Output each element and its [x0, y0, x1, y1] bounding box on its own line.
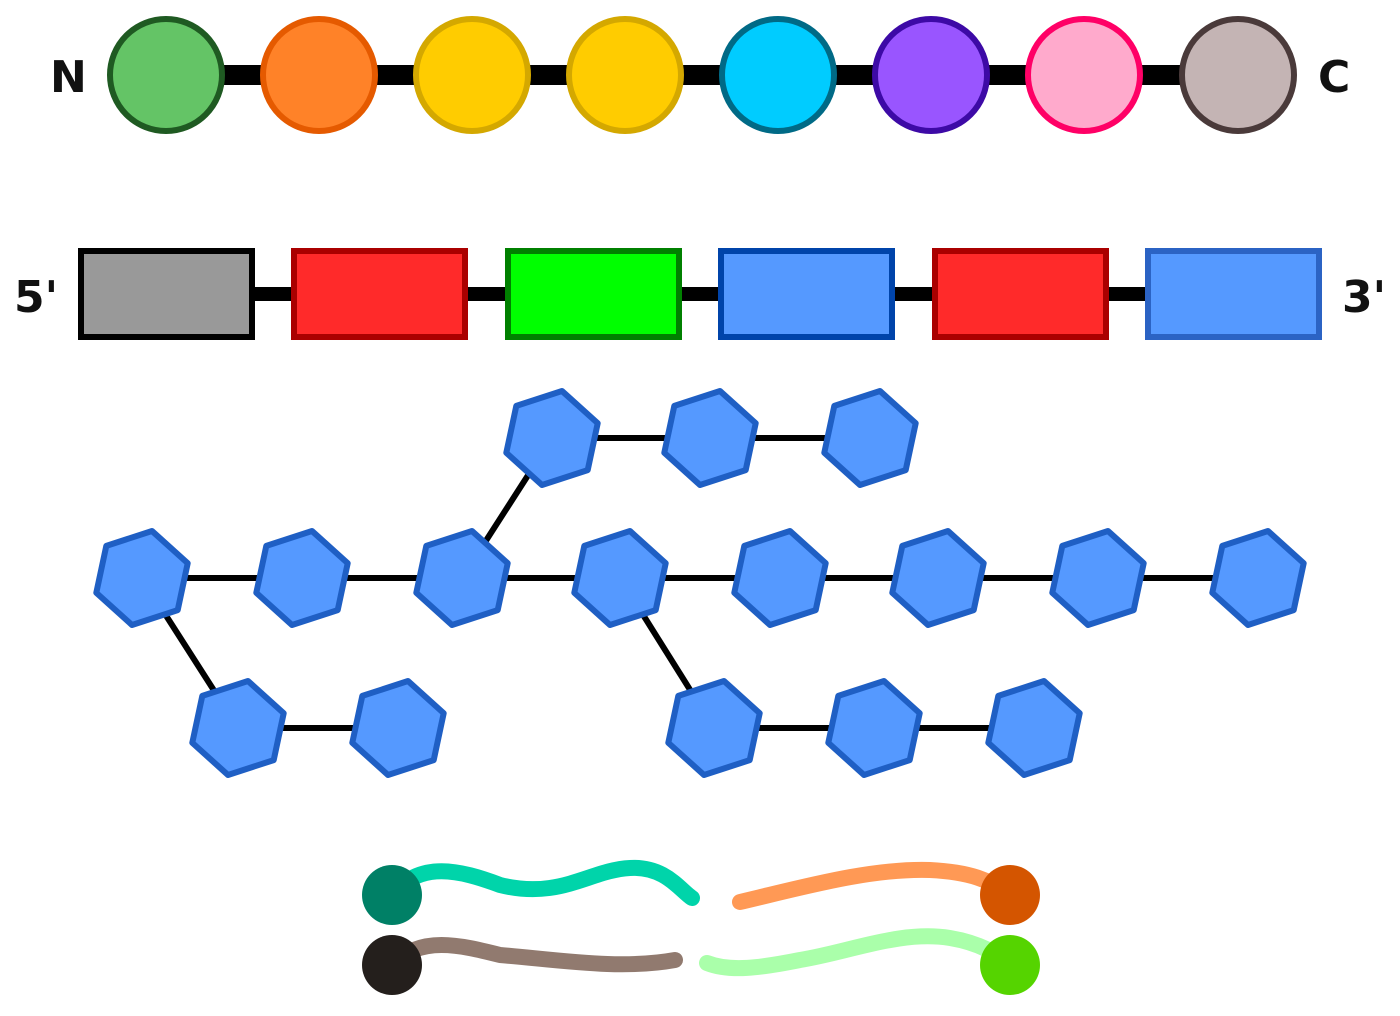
nucleotide-block [932, 248, 1109, 340]
sugar-unit [349, 678, 447, 778]
amino-acid-residue [719, 16, 837, 134]
nucleotide-block [505, 248, 682, 340]
sugar-unit [1049, 528, 1147, 628]
amino-acid-residue [413, 16, 531, 134]
sugar-unit [889, 528, 987, 628]
amino-acid-residue [566, 16, 684, 134]
sugar-unit [413, 528, 511, 628]
glycan-tree [93, 388, 1307, 778]
lipid-tail [699, 928, 1018, 977]
lipid-head [980, 865, 1040, 925]
lipid-head [980, 935, 1040, 995]
c-terminus-label: C [1318, 52, 1350, 103]
sugar-unit [571, 528, 669, 628]
nucleic-acid-strand: 5' 3' [14, 248, 1386, 340]
sugar-unit [665, 678, 763, 778]
sugar-unit [253, 528, 351, 628]
sugar-unit [189, 678, 287, 778]
sugar-unit [825, 678, 923, 778]
sugar-unit [503, 388, 601, 488]
lipid-tail [384, 859, 700, 906]
nucleotide-block [718, 248, 895, 340]
sugar-unit [661, 388, 759, 488]
lipid-head [362, 865, 422, 925]
sugar-unit [821, 388, 919, 488]
three-prime-label: 3' [1342, 272, 1386, 323]
sugar-unit [731, 528, 829, 628]
amino-acid-residue [260, 16, 378, 134]
lipid-head [362, 935, 422, 995]
lipid-tail [732, 861, 1018, 910]
nucleotide-block [291, 248, 468, 340]
five-prime-label: 5' [14, 272, 58, 323]
amino-acid-residue [107, 16, 225, 134]
sugar-unit [93, 528, 191, 628]
sugar-unit [985, 678, 1083, 778]
lipid-tail [384, 937, 683, 973]
nucleotide-block [78, 248, 255, 340]
lipid-group [362, 859, 1040, 995]
nucleotide-block [1145, 248, 1322, 340]
peptide-chain: N C [50, 16, 1350, 134]
n-terminus-label: N [50, 52, 87, 103]
sugar-unit [1209, 528, 1307, 628]
amino-acid-residue [872, 16, 990, 134]
amino-acid-residue [1179, 16, 1297, 134]
amino-acid-residue [1025, 16, 1143, 134]
